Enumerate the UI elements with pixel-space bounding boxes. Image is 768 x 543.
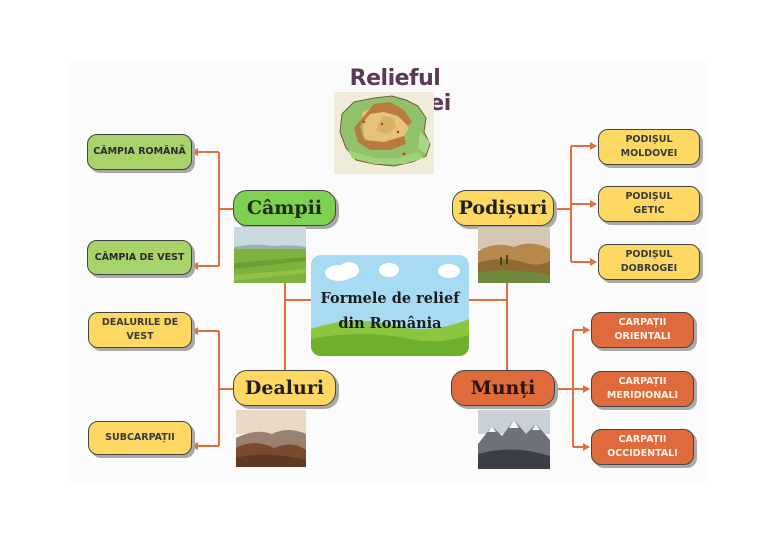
category-dealuri-label: Dealuri: [244, 377, 325, 399]
category-campii: Câmpii: [233, 190, 336, 226]
leaf-podisul-moldovei-line1: PODIȘUL: [625, 134, 673, 145]
romania-map-image: [334, 92, 434, 174]
center-title: Formele de relief din România: [311, 286, 469, 336]
leaf-podisul-dobrogei: PODIȘUL DOBROGEI: [598, 244, 700, 280]
leaf-podisul-moldovei-line2: MOLDOVEI: [620, 148, 678, 159]
leaf-podisul-dobrogei-line1: PODIȘUL: [625, 249, 673, 260]
category-munti: Munți: [451, 370, 555, 406]
leaf-podisul-getic-line1: PODIȘUL: [625, 191, 673, 202]
leaf-campia-de-vest: CÂMPIA DE VEST: [87, 240, 192, 275]
leaf-subcarpatii: SUBCARPAȚII: [88, 421, 192, 455]
leaf-subcarpatii-label: SUBCARPAȚII: [105, 432, 175, 443]
leaf-campia-romana: CÂMPIA ROMÂNĂ: [87, 134, 192, 170]
leaf-podisul-getic-line2: GETIC: [633, 205, 665, 216]
leaf-podisul-getic: PODIȘUL GETIC: [598, 186, 700, 222]
leaf-carpatii-meridionali-line1: CARPAȚII: [618, 376, 667, 387]
leaf-carpatii-occidentali-line1: CARPAȚII: [618, 434, 667, 445]
center-title-line1: Formele de relief: [320, 290, 460, 307]
leaf-dealurile-de-vest-line1: DEALURILE DE: [101, 317, 179, 328]
category-podisuri-label: Podișuri: [458, 197, 548, 219]
dealuri-photo: [236, 410, 306, 467]
leaf-carpatii-orientali-line1: CARPAȚII: [618, 317, 667, 328]
category-campii-label: Câmpii: [246, 197, 323, 219]
leaf-carpatii-meridionali-line2: MERIDIONALI: [606, 390, 679, 401]
leaf-podisul-moldovei: PODIȘUL MOLDOVEI: [598, 129, 700, 165]
leaf-dealurile-de-vest: DEALURILE DE VEST: [88, 312, 192, 348]
munti-photo: [478, 410, 550, 469]
leaf-carpatii-occidentali: CARPAȚII OCCIDENTALI: [591, 429, 694, 465]
leaf-carpatii-meridionali: CARPAȚII MERIDIONALI: [591, 371, 694, 407]
leaf-carpatii-orientali-line2: ORIENTALI: [614, 331, 671, 342]
leaf-campia-romana-label: CÂMPIA ROMÂNĂ: [93, 146, 186, 157]
leaf-carpatii-orientali: CARPAȚII ORIENTALI: [591, 312, 694, 348]
category-podisuri: Podișuri: [452, 190, 554, 226]
center-card-background: [311, 255, 469, 356]
category-dealuri: Dealuri: [233, 370, 336, 406]
leaf-carpatii-occidentali-line2: OCCIDENTALI: [607, 448, 678, 459]
podisuri-photo: [478, 227, 550, 283]
category-munti-label: Munți: [470, 377, 536, 399]
center-title-line2: din România: [338, 315, 442, 332]
leaf-podisul-dobrogei-line2: DOBROGEI: [620, 263, 678, 274]
leaf-campia-de-vest-label: CÂMPIA DE VEST: [94, 251, 185, 263]
leaf-dealurile-de-vest-line2: VEST: [126, 331, 154, 342]
campii-photo: [234, 227, 306, 283]
